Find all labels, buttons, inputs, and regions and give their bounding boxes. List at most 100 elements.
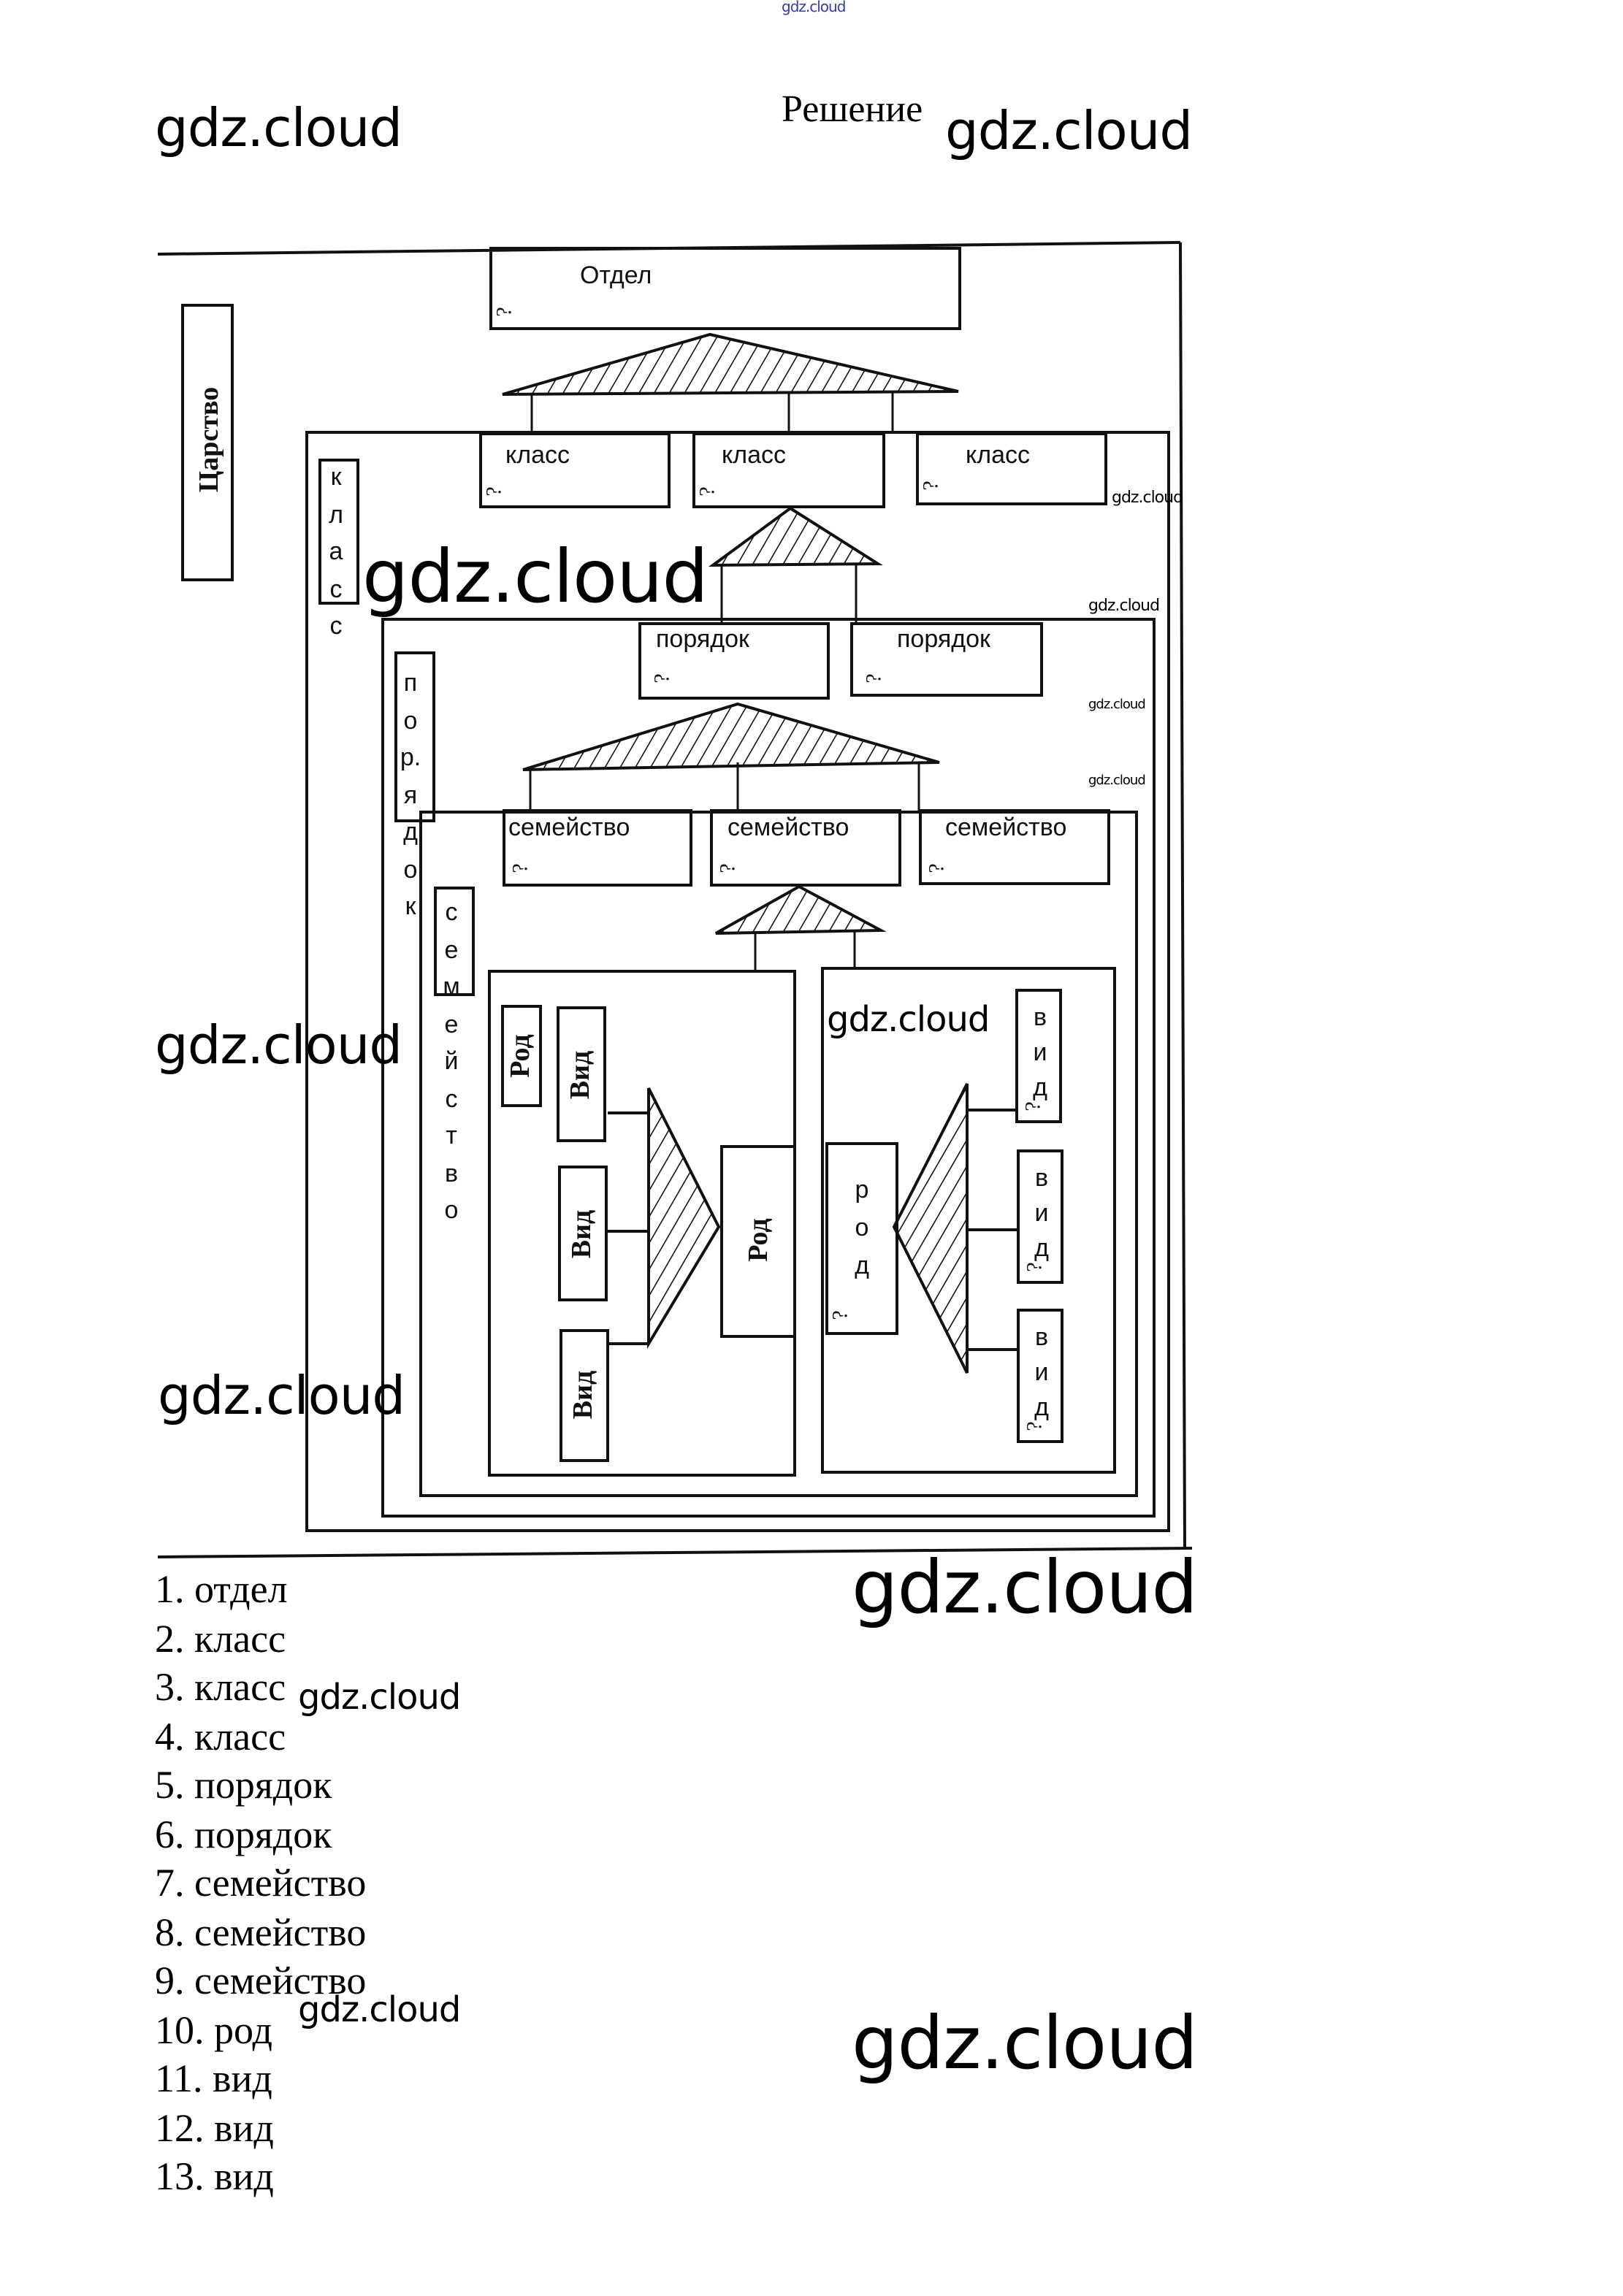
order-side-letter: к bbox=[405, 892, 416, 920]
order-triangle bbox=[522, 702, 940, 771]
watermark: gdz.cloud bbox=[298, 1677, 461, 1718]
order-side-letter: о bbox=[403, 855, 418, 883]
class-box-1: класс ? bbox=[479, 432, 671, 508]
kingdom-label: Царство bbox=[194, 386, 225, 493]
family-label-1: семейство bbox=[508, 814, 630, 841]
left-species-box-3: Вид bbox=[560, 1329, 609, 1462]
watermark: gdz.cloud bbox=[155, 99, 402, 159]
class-side-bracket bbox=[318, 459, 359, 605]
watermark: gdz.cloud bbox=[1088, 774, 1146, 789]
family-side-letter: в bbox=[444, 1159, 459, 1187]
left-species-label-3: Вид bbox=[568, 1370, 599, 1420]
right-genus-letter: р bbox=[855, 1176, 869, 1204]
left-species-box-2: Вид bbox=[558, 1166, 608, 1301]
class-side-letter: л bbox=[329, 500, 343, 528]
division-label: Отдел bbox=[580, 261, 652, 289]
class-side-letter: а bbox=[329, 537, 343, 565]
class-triangle bbox=[708, 506, 883, 567]
answer-item: 12. вид bbox=[155, 2105, 274, 2149]
order-side-label: п о р. я д о к bbox=[397, 665, 424, 925]
order-side-box bbox=[394, 651, 435, 822]
division-connectors bbox=[530, 391, 894, 432]
right-species-letter: д bbox=[1034, 1234, 1049, 1262]
right-species-box-1: в и д ? bbox=[1015, 989, 1062, 1123]
right-genus-letter: о bbox=[855, 1214, 869, 1241]
watermark: gdz.cloud bbox=[852, 2001, 1198, 2086]
family-answer-mark-3: ? bbox=[925, 863, 950, 873]
kingdom-box: Царство bbox=[181, 304, 234, 581]
family-triangle bbox=[715, 884, 887, 935]
right-species-answer-mark-1: ? bbox=[1022, 1101, 1046, 1111]
division-box: Отдел ? bbox=[489, 247, 961, 330]
watermark: gdz.cloud bbox=[158, 1367, 405, 1427]
watermark: gdz.cloud bbox=[155, 1017, 402, 1076]
right-species-box-2: в и д ? bbox=[1017, 1149, 1063, 1284]
right-genus-box: р о д ? bbox=[825, 1142, 898, 1335]
family-side-letter: м bbox=[443, 973, 460, 1000]
class-side-letter: с bbox=[329, 612, 343, 640]
right-genus-label: р о д bbox=[849, 1171, 875, 1285]
family-answer-mark-1: ? bbox=[509, 863, 533, 873]
answer-list: 1. отдел 2. класс 3. класс 4. класс 5. п… bbox=[155, 1566, 366, 2202]
right-species-letter: и bbox=[1034, 1358, 1049, 1386]
division-answer-mark: ? bbox=[493, 307, 517, 317]
watermark: gdz.cloud bbox=[1112, 488, 1183, 507]
order-side-letter: п bbox=[403, 669, 418, 697]
answer-item: 4. класс bbox=[155, 1714, 286, 1758]
class-label-3: класс bbox=[966, 441, 1031, 469]
family-side-letter: о bbox=[444, 1196, 459, 1224]
left-genus-box: Род bbox=[720, 1145, 796, 1338]
watermark: gdz.cloud bbox=[827, 999, 990, 1040]
order-connectors bbox=[529, 762, 920, 812]
family-side-letter: е bbox=[444, 1010, 459, 1038]
answer-item: 3. класс bbox=[155, 1665, 286, 1709]
right-species-label-3: в и д bbox=[1028, 1320, 1055, 1426]
answer-item: 2. класс bbox=[155, 1616, 286, 1660]
family-side-box bbox=[434, 887, 475, 996]
class-connectors bbox=[720, 564, 858, 622]
right-species-label-1: в и д bbox=[1027, 1000, 1053, 1106]
family-frame bbox=[419, 811, 1138, 1497]
left-genus-triangle bbox=[647, 1087, 721, 1350]
family-box-3: семейство ? bbox=[919, 809, 1110, 885]
page-title: Решение bbox=[782, 88, 923, 130]
left-species-connectors bbox=[608, 1111, 649, 1345]
right-species-letter: д bbox=[1034, 1393, 1049, 1421]
order-box-2: порядок ? bbox=[850, 622, 1043, 697]
order-label-1: порядок bbox=[656, 625, 749, 653]
order-side-letter: д bbox=[403, 818, 418, 846]
answer-item: 9. семейство bbox=[155, 1959, 367, 2002]
right-species-connectors bbox=[967, 1109, 1017, 1351]
right-genus-letter: д bbox=[855, 1252, 869, 1279]
watermark: gdz.cloud bbox=[1088, 698, 1146, 713]
family-box-2: семейство ? bbox=[710, 809, 901, 887]
answer-item: 7. семейство bbox=[155, 1861, 367, 1905]
class-side-label: к л а с с bbox=[323, 459, 349, 645]
genus-tag-label: Род bbox=[505, 1034, 536, 1078]
answer-item: 6. порядок bbox=[155, 1812, 332, 1856]
right-species-letter: д bbox=[1033, 1074, 1047, 1101]
right-species-answer-mark-3: ? bbox=[1023, 1421, 1047, 1431]
right-species-letter: и bbox=[1034, 1199, 1049, 1227]
watermark: gdz.cloud bbox=[1088, 596, 1160, 615]
order-answer-mark-1: ? bbox=[651, 673, 675, 684]
order-frame bbox=[381, 618, 1156, 1518]
watermark: gdz.cloud bbox=[852, 1545, 1198, 1630]
order-label-2: порядок bbox=[897, 625, 990, 653]
answer-item: 10. род bbox=[155, 2008, 272, 2051]
order-answer-mark-2: ? bbox=[863, 673, 887, 684]
answer-item: 8. семейство bbox=[155, 1910, 367, 1953]
right-species-label-2: в и д bbox=[1028, 1161, 1055, 1266]
genus-tag-box: Род bbox=[501, 1005, 542, 1107]
order-side-letter: р. bbox=[400, 743, 421, 771]
class-box-2: класс ? bbox=[692, 432, 885, 508]
left-genus-label: Род bbox=[744, 1218, 774, 1262]
class-box-3: класс ? bbox=[916, 432, 1107, 505]
family-side-label: с е м е й с т в о bbox=[438, 894, 465, 1229]
family-side-letter: е bbox=[444, 935, 459, 963]
left-species-box-1: Вид bbox=[557, 1006, 606, 1142]
right-species-answer-mark-2: ? bbox=[1023, 1262, 1047, 1272]
family-side-letter: с bbox=[445, 898, 458, 926]
division-triangle bbox=[502, 332, 959, 396]
